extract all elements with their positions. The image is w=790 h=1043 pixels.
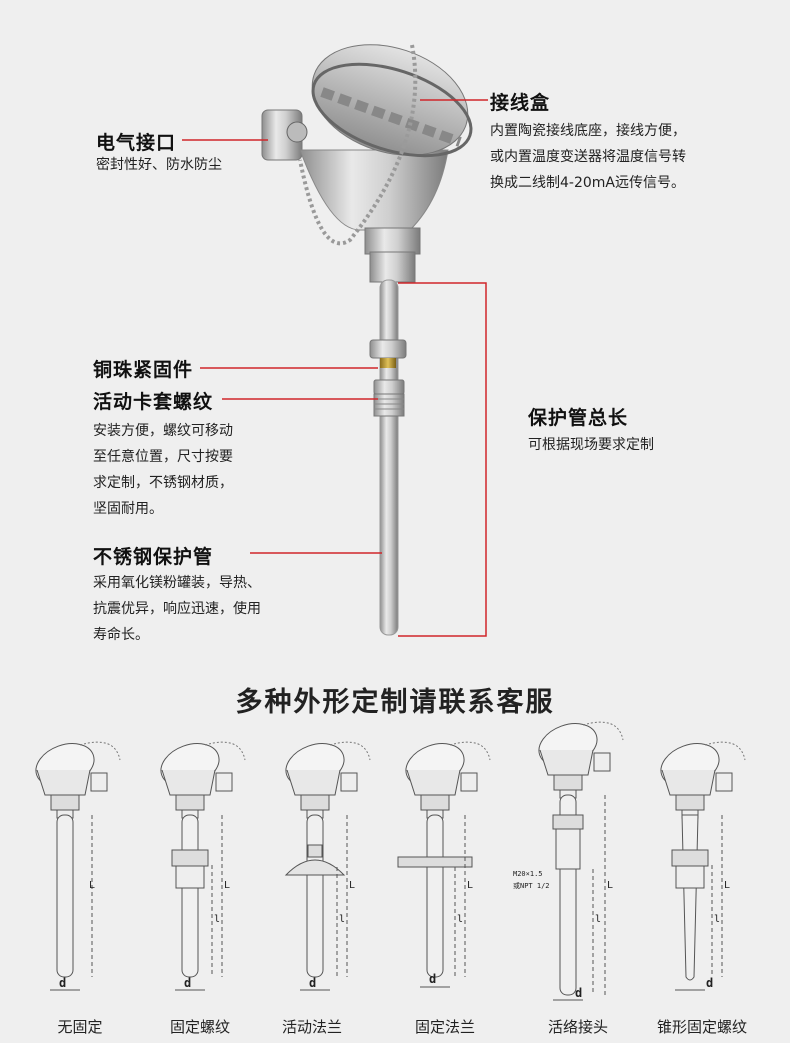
variant-fixed-flange-drawing [397, 735, 491, 978]
variant-label: 无固定 [57, 1018, 103, 1036]
dim-l: l [714, 914, 721, 925]
ferrule-thread-desc: 安装方便，螺纹可移动 至任意位置，尺寸按要 求定制，不锈钢材质， 坚固耐用。 [93, 418, 233, 522]
junction-box-desc-line: 换成二线制4-20mA远传信号。 [490, 175, 685, 191]
variant-union-joint-drawing [532, 715, 624, 996]
variant-tapered-thread-drawing [654, 735, 746, 981]
ferrule-thread-desc-line: 安装方便，螺纹可移动 [93, 423, 233, 439]
ferrule-thread-desc-line: 至任意位置，尺寸按要 [93, 449, 233, 465]
steel-tube-desc: 采用氧化镁粉罐装，导热、 抗震优异，响应迅速，使用 寿命长。 [93, 570, 261, 648]
callout-leader-lines [182, 99, 488, 637]
variant-no-fix-drawing [29, 735, 121, 978]
steel-tube-title: 不锈钢保护管 [93, 546, 214, 568]
variant-label: 固定法兰 [414, 1018, 476, 1036]
product-illustration [182, 44, 488, 637]
variant-movable-flange-drawing [279, 735, 371, 978]
dim-l: l [339, 914, 346, 925]
protect-length-title: 保护管总长 [528, 407, 629, 429]
ferrule-thread-title: 活动卡套螺纹 [93, 391, 214, 413]
probe-tube-graphic [369, 279, 407, 636]
dim-L: L [607, 880, 614, 891]
steel-tube-desc-line: 采用氧化镁粉罐装，导热、 [93, 575, 261, 591]
dim-d: d [575, 986, 583, 1000]
dim-L: L [89, 880, 96, 891]
variant-label: 活络接头 [547, 1018, 609, 1036]
dim-L: L [467, 880, 474, 891]
ferrule-thread-desc-line: 求定制，不锈钢材质， [93, 475, 233, 491]
junction-box-desc-line: 或内置温度变送器将温度信号转 [490, 149, 686, 165]
variant-drawings [29, 715, 746, 1001]
variant-fixed-thread-drawing [154, 735, 246, 978]
dim-d: d [309, 976, 317, 990]
ferrule-thread-desc-line: 坚固耐用。 [93, 501, 163, 517]
dim-L: L [724, 880, 731, 891]
junction-box-desc: 内置陶瓷接线底座，接线方便， 或内置温度变送器将温度信号转 换成二线制4-20m… [490, 118, 686, 196]
section-title: 多种外形定制请联系客服 [235, 687, 555, 718]
dim-d: d [429, 972, 437, 986]
diameter-markers [50, 986, 705, 1001]
variant-label: 锥形固定螺纹 [656, 1018, 748, 1036]
variant-label: 活动法兰 [281, 1018, 343, 1036]
dim-l: l [214, 914, 221, 925]
dimension-lines [91, 795, 723, 995]
protect-length-desc: 可根据现场要求定制 [528, 437, 654, 453]
dim-L: L [349, 880, 356, 891]
dim-L: L [224, 880, 231, 891]
junction-box-graphic [261, 44, 473, 283]
interface-desc: 密封性好、防水防尘 [96, 157, 222, 173]
dim-d: d [706, 976, 714, 990]
interface-title: 电气接口 [96, 132, 177, 154]
junction-box-title: 接线盒 [490, 92, 551, 114]
junction-box-desc-line: 内置陶瓷接线底座，接线方便， [490, 123, 686, 139]
dim-d: d [59, 976, 67, 990]
copper-bead-title: 铜珠紧固件 [93, 359, 194, 381]
steel-tube-desc-line: 抗震优异，响应迅速，使用 [93, 601, 261, 617]
thread-spec-m20: M20×1.5 [513, 870, 543, 878]
dim-l: l [457, 914, 464, 925]
dim-l: l [595, 914, 602, 925]
steel-tube-desc-line: 寿命长。 [93, 627, 149, 643]
thread-spec-npt: 或NPT 1/2 [513, 882, 550, 890]
variant-label: 固定螺纹 [169, 1018, 231, 1036]
dim-d: d [184, 976, 192, 990]
